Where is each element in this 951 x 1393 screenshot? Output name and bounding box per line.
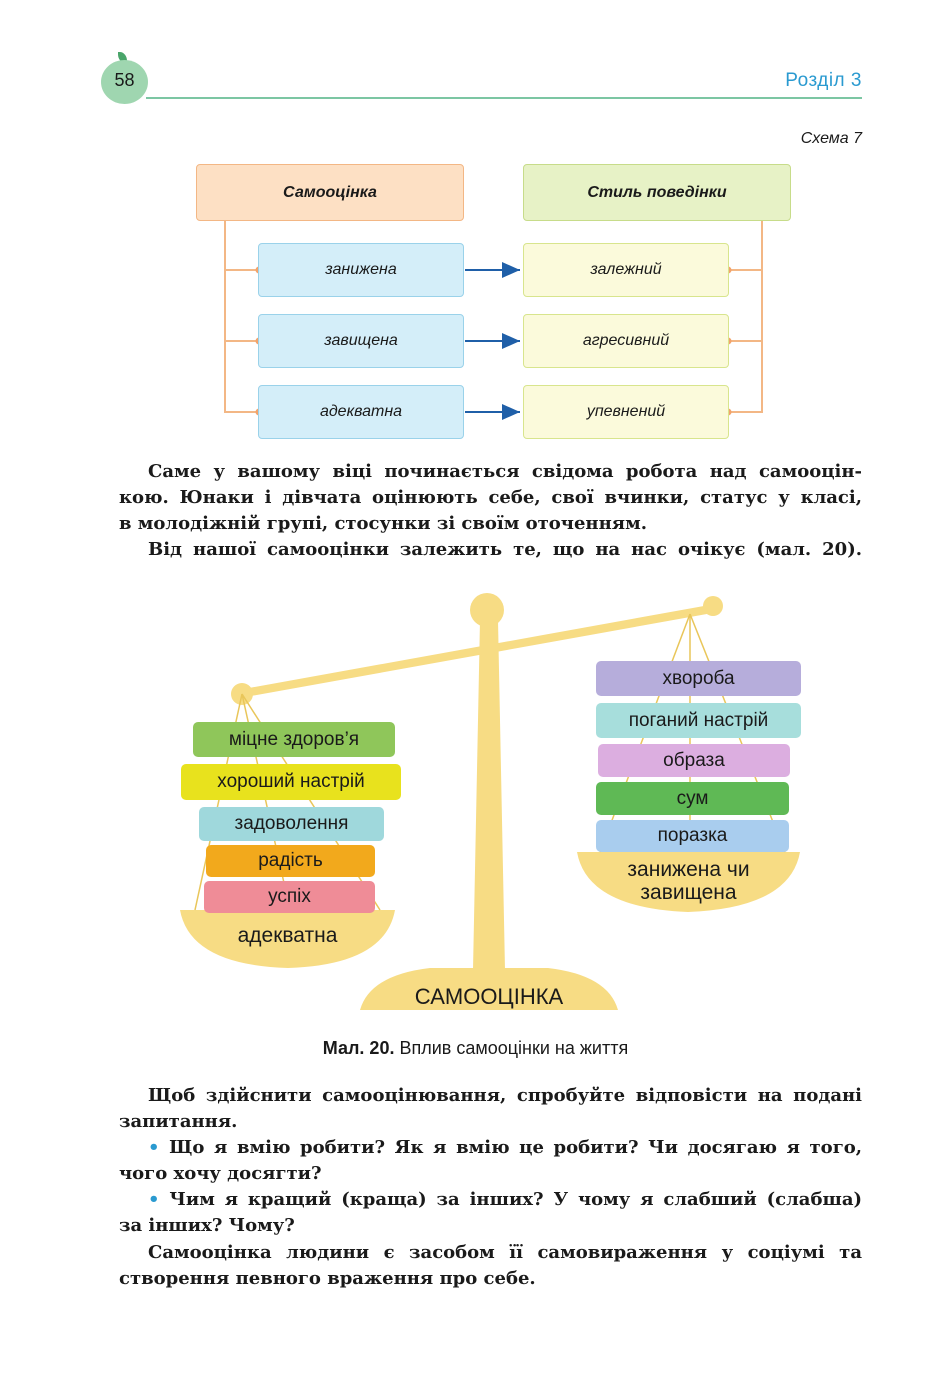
scheme-right-item: упевнений <box>523 385 729 439</box>
caption-label: Мал. 20. <box>322 1038 395 1058</box>
text-line: запитання. <box>119 1111 238 1132</box>
text-line: Від нашої самооцінки залежить те, що на … <box>148 539 862 560</box>
text-line: Саме у вашому віці починається свідома р… <box>148 461 862 482</box>
bullet-item: • Що я вмію робити? Як я вмію це робити?… <box>119 1135 862 1187</box>
scheme-right-item: агресивний <box>523 314 729 368</box>
right-pan-label-line: занижена чи <box>627 858 750 881</box>
page-number-badge <box>101 60 148 104</box>
paragraph-conclusion: Самооцінка людини є засобом її самовираж… <box>119 1240 862 1292</box>
scheme-connectors <box>224 220 763 420</box>
bullet-text: Що я вмію робити? Як я вмію це робити? Ч… <box>169 1137 862 1158</box>
bullet-item: • Чим я кращий (краща) за інших? У чому … <box>119 1187 862 1239</box>
right-block-offense: образа <box>598 744 790 777</box>
text-line: в молодіжній групі, стосунки зі своїм от… <box>119 513 647 534</box>
left-block-good-mood: хороший настрій <box>181 764 401 800</box>
scheme-title-behavior-style: Стиль поведінки <box>523 164 791 221</box>
header-divider <box>146 97 862 99</box>
scheme-label: Схема 7 <box>800 130 862 147</box>
text-line: Самооцінка людини є засобом її самовираж… <box>148 1242 862 1263</box>
text-line: за інших? Чому? <box>119 1215 295 1236</box>
scales-illustration <box>180 593 800 1010</box>
paragraph-intro: Саме у вашому віці починається свідома р… <box>119 459 862 537</box>
left-pan-label: адекватна <box>237 924 338 947</box>
scheme-title-self-esteem: Самооцінка <box>196 164 464 221</box>
right-pan-label-line: завищена <box>640 881 737 904</box>
right-block-bad-mood: поганий настрій <box>596 703 801 738</box>
bullet-text: Чим я кращий (краща) за інших? У чому я … <box>169 1189 862 1210</box>
scheme-left-item: адекватна <box>258 385 464 439</box>
page-number: 58 <box>114 70 135 90</box>
paragraph-dependence: Від нашої самооцінки залежить те, що на … <box>119 537 862 563</box>
left-block-satisfaction: задоволення <box>199 807 384 841</box>
text-line: створення певного враження про себе. <box>119 1268 536 1289</box>
scheme-left-item: завищена <box>258 314 464 368</box>
bullet-icon: • <box>148 1137 170 1158</box>
figure-caption: Мал. 20. Вплив самооцінки на життя <box>0 1038 951 1059</box>
right-block-defeat: поразка <box>596 820 789 852</box>
text-line: • Що я вмію робити? Як я вмію це робити?… <box>119 1135 862 1161</box>
right-pan-label: занижена чи завищена <box>577 858 800 904</box>
caption-text: Вплив самооцінки на життя <box>399 1038 629 1058</box>
scales-base-label: САМООЦІНКА <box>414 984 564 1009</box>
apple-leaf-icon <box>118 52 127 63</box>
paragraph-self-assessment: Щоб здійснити самооцінювання, спробуйте … <box>119 1083 862 1135</box>
right-block-illness: хвороба <box>596 661 801 696</box>
scheme-left-item: занижена <box>258 243 464 297</box>
text-line: • Чим я кращий (краща) за інших? У чому … <box>119 1187 862 1213</box>
text-line: чого хочу досягти? <box>119 1163 322 1184</box>
text-line: кою. Юнаки і дівчата оцінюють себе, свої… <box>119 487 862 508</box>
bullet-icon: • <box>148 1189 170 1210</box>
scheme-right-item: залежний <box>523 243 729 297</box>
left-block-joy: радість <box>206 845 375 877</box>
left-block-success: успіх <box>204 881 375 913</box>
left-block-health: міцне здоров’я <box>193 722 395 757</box>
right-block-sadness: сум <box>596 782 789 815</box>
section-title: Розділ 3 <box>785 70 862 91</box>
text-line: Щоб здійснити самооцінювання, спробуйте … <box>148 1085 862 1106</box>
